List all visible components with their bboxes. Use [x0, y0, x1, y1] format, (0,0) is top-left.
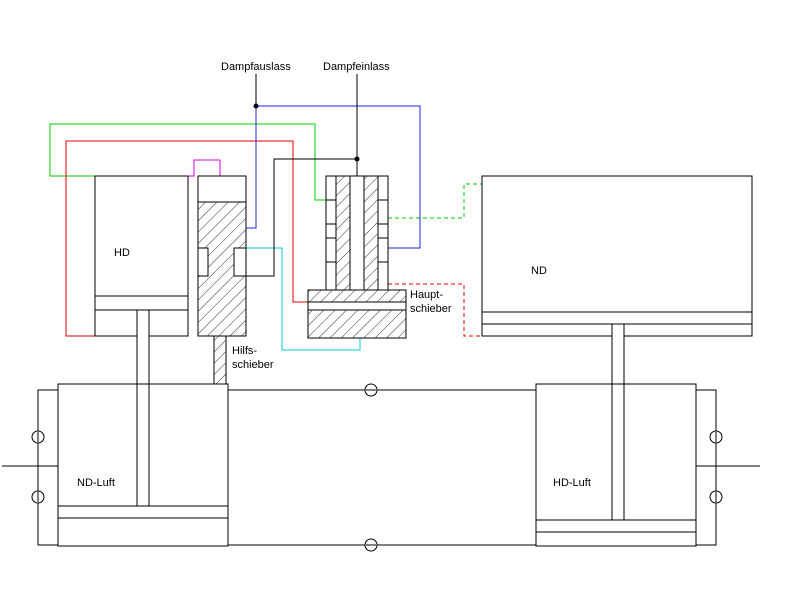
main-valve-port-r2 — [377, 237, 389, 263]
lp-rod-lower — [611, 383, 625, 521]
steam-inlet-label: Dampfeinlass — [323, 61, 390, 73]
hp-cylinder-label: HD — [114, 247, 130, 259]
cyan-pipe — [246, 247, 361, 351]
red-pipe-dashed — [388, 283, 482, 337]
main-valve-piston — [307, 309, 407, 339]
main-valve-cross — [307, 289, 407, 303]
steam-outlet-label: Dampfauslass — [221, 61, 291, 73]
main-valve-port-l2 — [325, 237, 337, 263]
lp-air-side-left — [37, 389, 58, 546]
check-valve-right-upper — [709, 430, 723, 444]
hp-air-label: HD-Luft — [553, 477, 591, 489]
main-valve-port-r1 — [377, 199, 389, 225]
magenta-pipe — [188, 159, 221, 177]
lp-air-label: ND-Luft — [77, 477, 115, 489]
aux-valve-port-right — [233, 247, 247, 277]
check-valve-top-mid — [364, 383, 378, 397]
hp-rod-lower — [136, 383, 150, 507]
outlet-junction — [253, 103, 259, 109]
check-valve-left-lower — [31, 490, 45, 504]
check-valve-right-lower — [709, 490, 723, 504]
red-pipe — [65, 140, 308, 337]
green-pipe — [49, 123, 326, 201]
blue-pipe-down — [246, 106, 257, 229]
main-valve-label-1: Haupt- — [410, 289, 443, 301]
green-pipe-dashed — [388, 183, 482, 219]
check-valve-bottom-mid — [364, 538, 378, 552]
aux-valve-port-left — [197, 247, 209, 277]
lp-cylinder-label: ND — [531, 265, 547, 277]
main-valve-stem-channel — [349, 175, 365, 291]
blue-pipe — [256, 105, 421, 249]
inlet-branch — [246, 158, 357, 277]
check-valve-left-upper — [31, 430, 45, 444]
aux-valve-label-2: schieber — [232, 359, 274, 371]
hp-cylinder — [94, 175, 189, 337]
main-valve-left-land — [335, 175, 351, 291]
main-valve-right-land — [363, 175, 379, 291]
aux-valve-label-1: Hilfs- — [232, 345, 257, 357]
main-valve-label-2: schieber — [410, 303, 452, 315]
hp-air-side-right — [696, 389, 717, 546]
lp-cylinder — [481, 175, 753, 337]
main-valve-port-l1 — [325, 199, 337, 225]
